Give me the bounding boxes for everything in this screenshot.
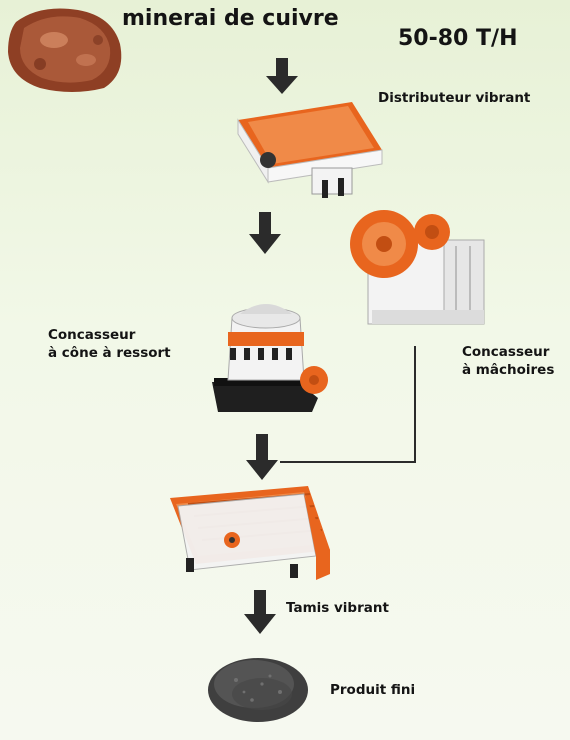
cone-crusher-label: Concasseur à cône à ressort <box>48 326 171 362</box>
jaw-crusher-image <box>350 210 485 325</box>
cone-crusher-label-line2: à cône à ressort <box>48 345 171 361</box>
cone-crusher-image <box>212 304 328 412</box>
diagram-title: minerai de cuivre <box>122 6 339 31</box>
finished-product-image <box>208 658 308 722</box>
jaw-crusher-label-line1: Concasseur <box>462 344 550 360</box>
arrow-down-3 <box>246 434 278 480</box>
vibrating-screen-label: Tamis vibrant <box>286 600 389 616</box>
vibrating-screen-image <box>170 486 330 580</box>
arrow-down-4 <box>244 590 276 634</box>
finished-product-label: Produit fini <box>330 682 416 698</box>
jaw-crusher-return-line <box>280 346 416 463</box>
copper-ore-image <box>8 8 122 92</box>
vibrating-feeder-label: Distributeur vibrant <box>378 90 531 106</box>
jaw-crusher-label: Concasseur à mâchoires <box>462 343 554 379</box>
cone-crusher-label-line1: Concasseur <box>48 327 136 343</box>
vibrating-feeder-image <box>237 102 383 198</box>
arrow-down-1 <box>266 58 298 94</box>
capacity-label: 50-80 T/H <box>398 26 518 51</box>
arrow-down-2 <box>249 212 281 254</box>
jaw-crusher-label-line2: à mâchoires <box>462 362 555 378</box>
